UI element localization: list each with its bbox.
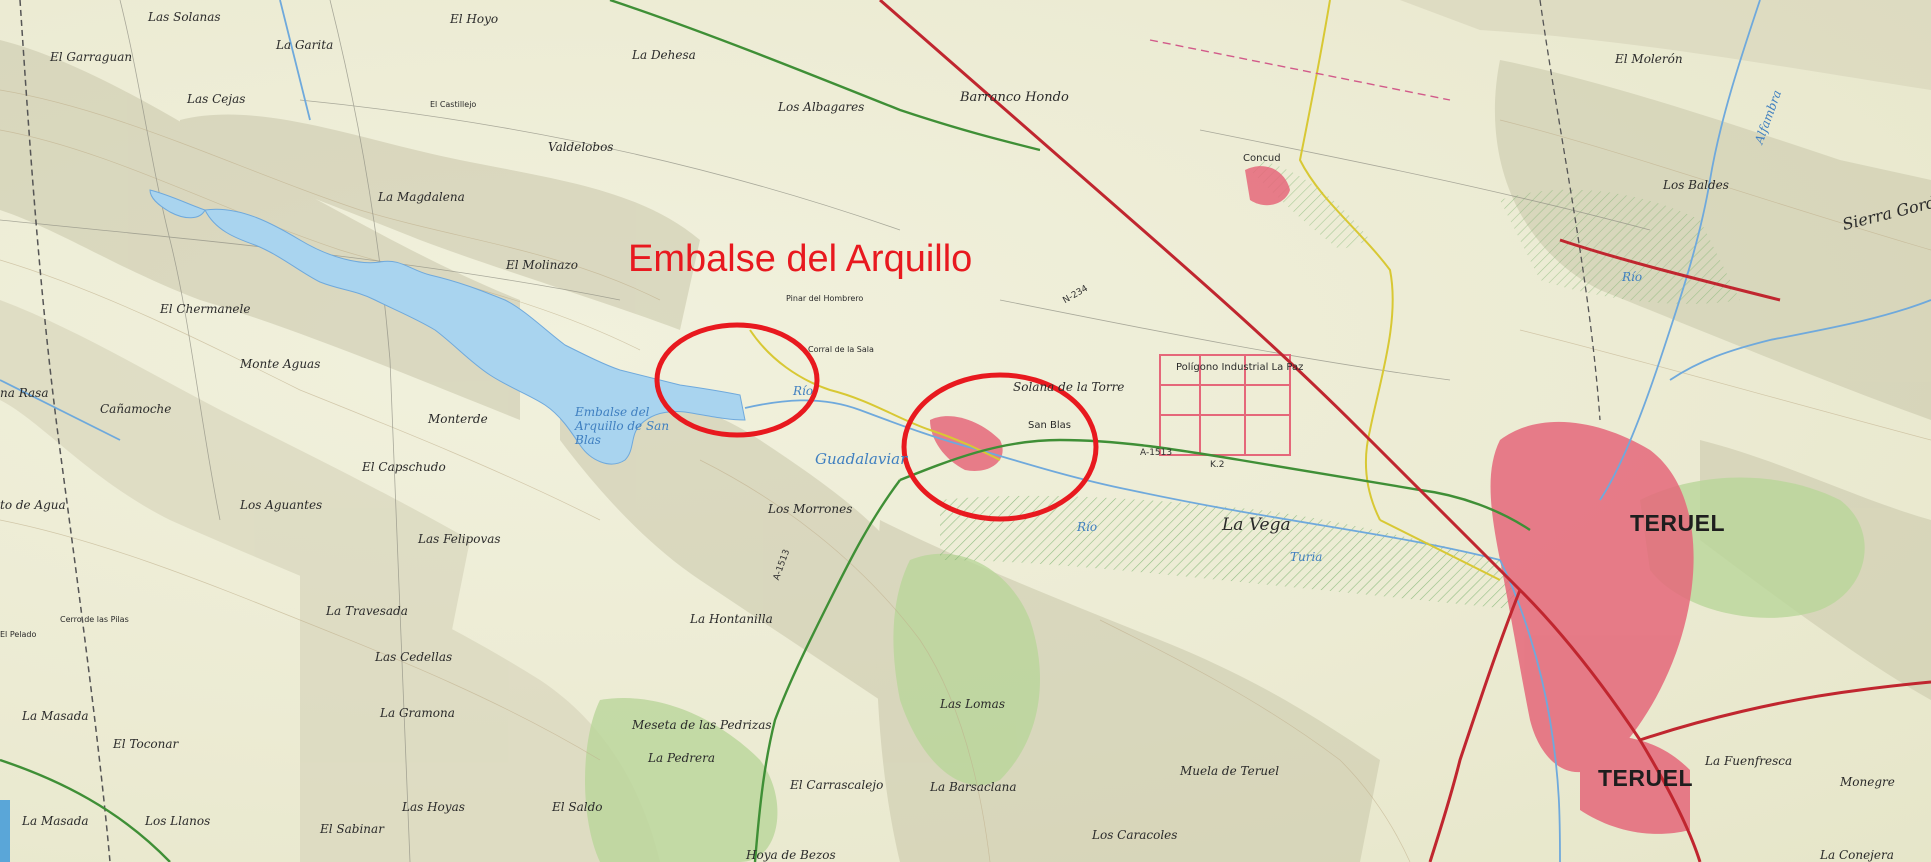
place-label: Las Solanas xyxy=(148,10,221,24)
highlight-ellipse-reservoir xyxy=(654,322,820,438)
place-label: La Barsaclana xyxy=(930,780,1017,794)
place-label: Meseta de las Pedrizas xyxy=(632,718,772,732)
place-label: La Hontanilla xyxy=(690,612,773,626)
city-label-teruel[interactable]: TERUEL xyxy=(1630,510,1725,536)
place-label: Las Cedellas xyxy=(375,650,453,664)
place-label: La Vega xyxy=(1222,515,1291,535)
place-label: Hoya de Bezos xyxy=(746,848,836,862)
place-label: La Magdalena xyxy=(378,190,465,204)
place-label: El Garraguan xyxy=(50,50,133,64)
water-label-rio-mid: Río xyxy=(1077,520,1098,534)
place-label: Valdelobos xyxy=(548,140,614,154)
place-label: na Rasa xyxy=(0,386,49,400)
place-label: Los Aguantes xyxy=(240,498,323,512)
place-label: Cerro de las Pilas xyxy=(60,615,129,624)
place-label: Los Caracoles xyxy=(1092,828,1178,842)
road-label: A-1513 xyxy=(1140,448,1173,458)
place-label: Barranco Hondo xyxy=(960,90,1069,105)
place-label: Polígono Industrial La Paz xyxy=(1176,362,1304,373)
place-label: Cañamoche xyxy=(100,402,172,416)
place-label: La Travesada xyxy=(326,604,408,618)
place-label: Las Felipovas xyxy=(418,532,501,546)
place-label: Los Llanos xyxy=(145,814,211,828)
place-label: El Saldo xyxy=(552,800,603,814)
place-label: El Pelado xyxy=(0,630,37,639)
water-label-turia: Turia xyxy=(1290,550,1323,564)
place-label: El Molinazo xyxy=(506,258,579,272)
water-label-rio-west: Río xyxy=(793,384,814,398)
place-label: Muela de Teruel xyxy=(1180,764,1280,778)
place-label: La Gramona xyxy=(380,706,455,720)
place-label: La Fuenfresca xyxy=(1705,754,1793,768)
highlight-ellipse-san-blas xyxy=(901,372,1099,522)
place-label: El Toconar xyxy=(113,737,179,751)
place-label: Las Cejas xyxy=(187,92,246,106)
city-label-teruel-south[interactable]: TERUEL xyxy=(1598,765,1693,791)
place-label: La Garita xyxy=(276,38,334,52)
place-label: El Molerón xyxy=(1615,52,1683,66)
place-label: El Chermanele xyxy=(160,302,251,316)
place-label: Los Baldes xyxy=(1663,178,1729,192)
water-label-rio-east: Río xyxy=(1622,270,1643,284)
place-label: Las Hoyas xyxy=(402,800,465,814)
place-label: La Masada xyxy=(22,814,89,828)
town-label-concud[interactable]: Concud xyxy=(1243,153,1281,164)
place-label: Pinar del Hombrero xyxy=(786,294,864,303)
place-label: Las Lomas xyxy=(940,697,1005,711)
place-label: El Hoyo xyxy=(450,12,499,26)
place-label: La Conejera xyxy=(1820,848,1894,862)
place-label: Monte Aguas xyxy=(240,357,321,371)
place-label: La Pedrera xyxy=(648,751,715,765)
water-label-guadalaviar: Guadalaviar xyxy=(815,450,908,468)
place-label: La Masada xyxy=(22,709,89,723)
place-label: El Carrascalejo xyxy=(790,778,884,792)
place-label: Los Albagares xyxy=(778,100,865,114)
town-label-san-blas[interactable]: San Blas xyxy=(1028,420,1071,431)
place-label: El Capschudo xyxy=(362,460,446,474)
place-label: Los Morrones xyxy=(768,502,853,516)
annotation-title: Embalse del Arquillo xyxy=(628,238,973,280)
place-label: Corral de la Sala xyxy=(808,345,874,354)
place-label: El Sabinar xyxy=(320,822,384,836)
place-label: to de Agua xyxy=(0,498,66,512)
road-label: K.2 xyxy=(1210,460,1225,470)
place-label: Solana de la Torre xyxy=(1013,380,1125,394)
water-label-embalse: Embalse del Arquillo de San Blas xyxy=(575,405,670,447)
place-label: Monterde xyxy=(428,412,488,426)
place-label: Monegre xyxy=(1840,775,1895,789)
place-label: La Dehesa xyxy=(632,48,696,62)
place-label: El Castillejo xyxy=(430,100,477,109)
